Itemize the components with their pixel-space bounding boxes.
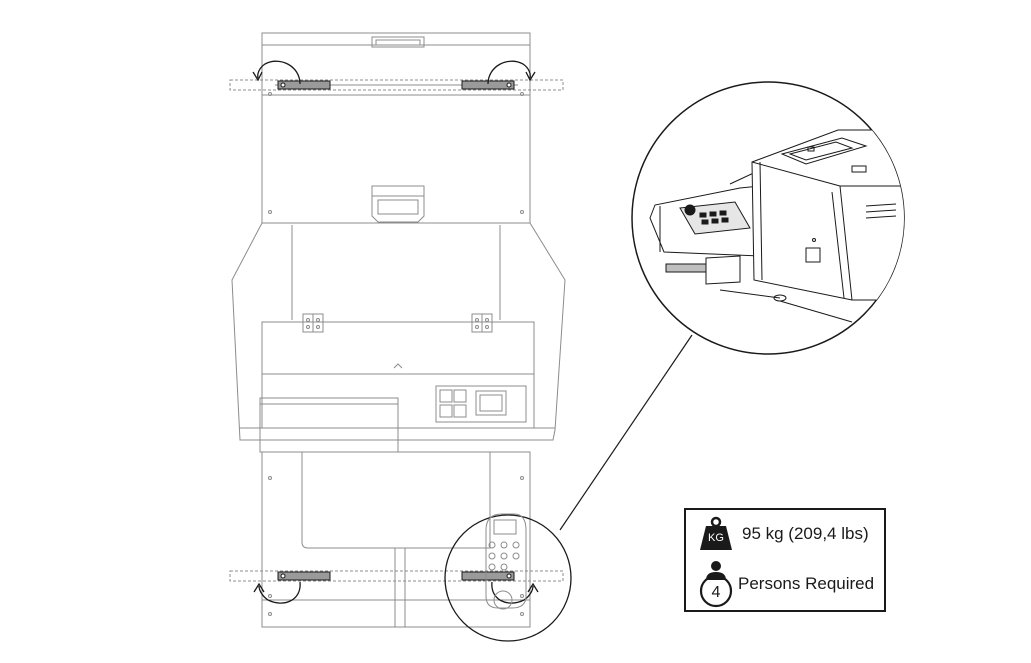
person-count: 4 (711, 584, 721, 601)
carry-rod (665, 263, 707, 273)
center-handle (371, 185, 425, 223)
detail-connector-line (559, 334, 693, 531)
machine-body (231, 222, 566, 441)
weight-kg-icon (700, 516, 732, 550)
persons-row: 4 Persons Required (686, 560, 884, 610)
front-tray (259, 397, 399, 453)
top-cover-handle (371, 36, 425, 48)
machine-top-view (231, 32, 566, 628)
weight-icon-label: KG (708, 532, 724, 544)
info-box: KG 95 kg (209,4 lbs) 4 Persons Required (684, 508, 886, 612)
handle-bottom-right (461, 571, 515, 581)
rotate-arrow-icon (487, 60, 536, 85)
weight-text: 95 kg (209,4 lbs) (742, 524, 869, 543)
weight-row: KG 95 kg (209,4 lbs) (686, 516, 884, 556)
lower-frame (261, 451, 531, 628)
hinge-right (471, 313, 493, 333)
person-count-icon (699, 561, 733, 608)
hinge-left (302, 313, 324, 333)
detail-circle-small (444, 513, 572, 642)
handle-bottom-left (277, 571, 331, 581)
handle-top-left (277, 80, 331, 90)
control-panel (435, 385, 527, 423)
top-cover (261, 32, 531, 224)
persons-text: Persons Required (738, 574, 875, 593)
rotate-arrow-icon (253, 581, 301, 604)
carry-bar-top (229, 79, 564, 91)
carry-bar-bottom (229, 570, 564, 582)
front-panel (261, 321, 535, 375)
rotate-arrow-icon (491, 581, 539, 604)
rotate-arrow-icon (252, 60, 301, 85)
control-display (475, 390, 507, 416)
detail-circle-large (631, 81, 905, 355)
